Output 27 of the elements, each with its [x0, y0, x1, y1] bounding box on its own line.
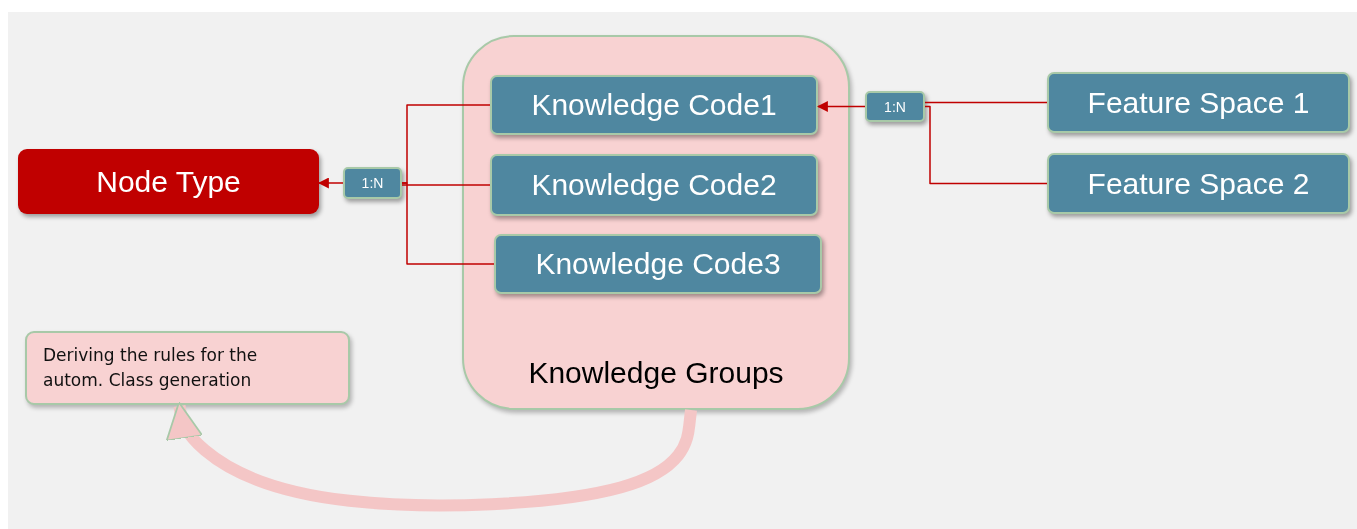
node-label: 1:N — [884, 98, 906, 115]
cardinality-badge — [865, 91, 925, 122]
curved-arrow — [165, 401, 697, 512]
node-label: Node Type — [96, 164, 241, 199]
process-box — [1047, 153, 1350, 214]
process-box — [494, 234, 822, 294]
connector-line — [401, 184, 491, 186]
type-box — [18, 149, 319, 214]
note-box — [25, 331, 350, 405]
node-label: 1:N — [361, 175, 384, 191]
node-label: Knowledge Code1 — [531, 88, 777, 122]
arrow — [317, 177, 344, 189]
node-label: Knowledge Code3 — [535, 247, 781, 281]
process-box — [490, 75, 818, 135]
node-label: Knowledge Code2 — [531, 168, 777, 202]
node-label: Knowledge Groups — [528, 356, 784, 390]
node-label: Deriving the rules for the autom. Class generation — [43, 343, 259, 392]
connector-line — [924, 101, 1048, 104]
process-box — [1047, 72, 1350, 133]
connector-line — [401, 182, 495, 265]
process-box — [490, 154, 818, 216]
arrow — [816, 101, 866, 112]
node-label: Feature Space 2 — [1087, 166, 1310, 201]
cardinality-badge — [343, 167, 402, 199]
group-container — [462, 35, 850, 410]
node-label: Feature Space 1 — [1087, 85, 1310, 120]
connector-line — [924, 105, 1048, 185]
